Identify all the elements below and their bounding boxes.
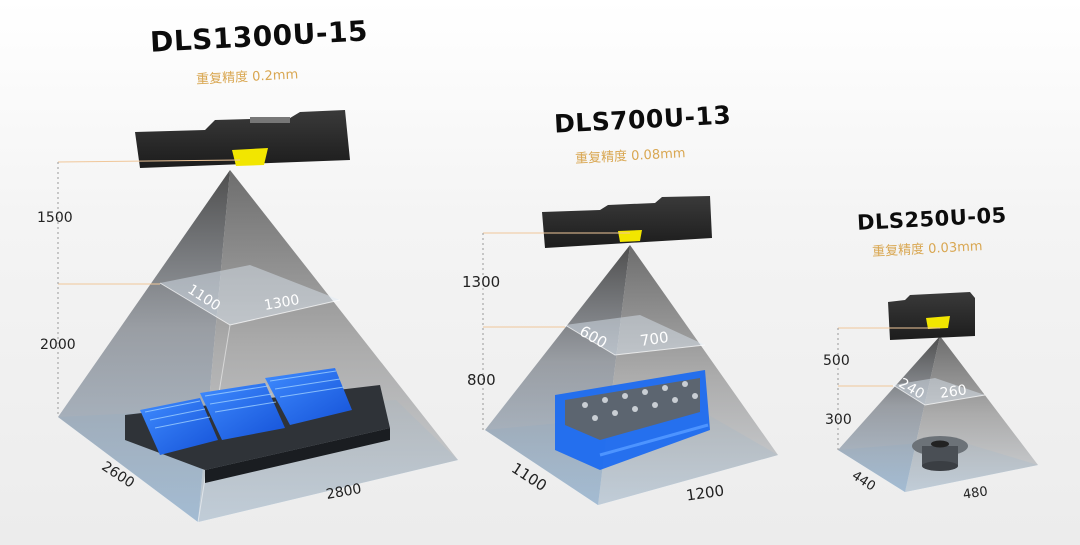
lower-distance-label: 800	[467, 371, 496, 389]
lower-distance-label: 300	[825, 412, 852, 428]
upper-distance-label: 1300	[462, 273, 501, 291]
unit-dls250u-05	[837, 292, 1038, 492]
battery-tray	[125, 368, 390, 483]
unit-dls1300u-15	[57, 110, 458, 523]
fov-left-face	[838, 336, 940, 492]
camera-device	[542, 196, 712, 248]
upper-distance-label: 1500	[37, 210, 73, 226]
camera-device	[888, 292, 975, 340]
upper-distance-label: 500	[823, 353, 850, 369]
bevel-gear	[912, 436, 968, 471]
laser-warning-label	[926, 316, 950, 329]
laser-warning-label	[232, 148, 268, 166]
near-fov-plane	[565, 315, 705, 355]
parts-basket	[555, 370, 710, 470]
unit-dls700u-13	[482, 196, 778, 505]
camera-device	[135, 110, 350, 168]
lower-distance-label: 2000	[40, 337, 76, 353]
near-fov-plane	[893, 378, 985, 405]
laser-warning-label	[618, 230, 642, 242]
